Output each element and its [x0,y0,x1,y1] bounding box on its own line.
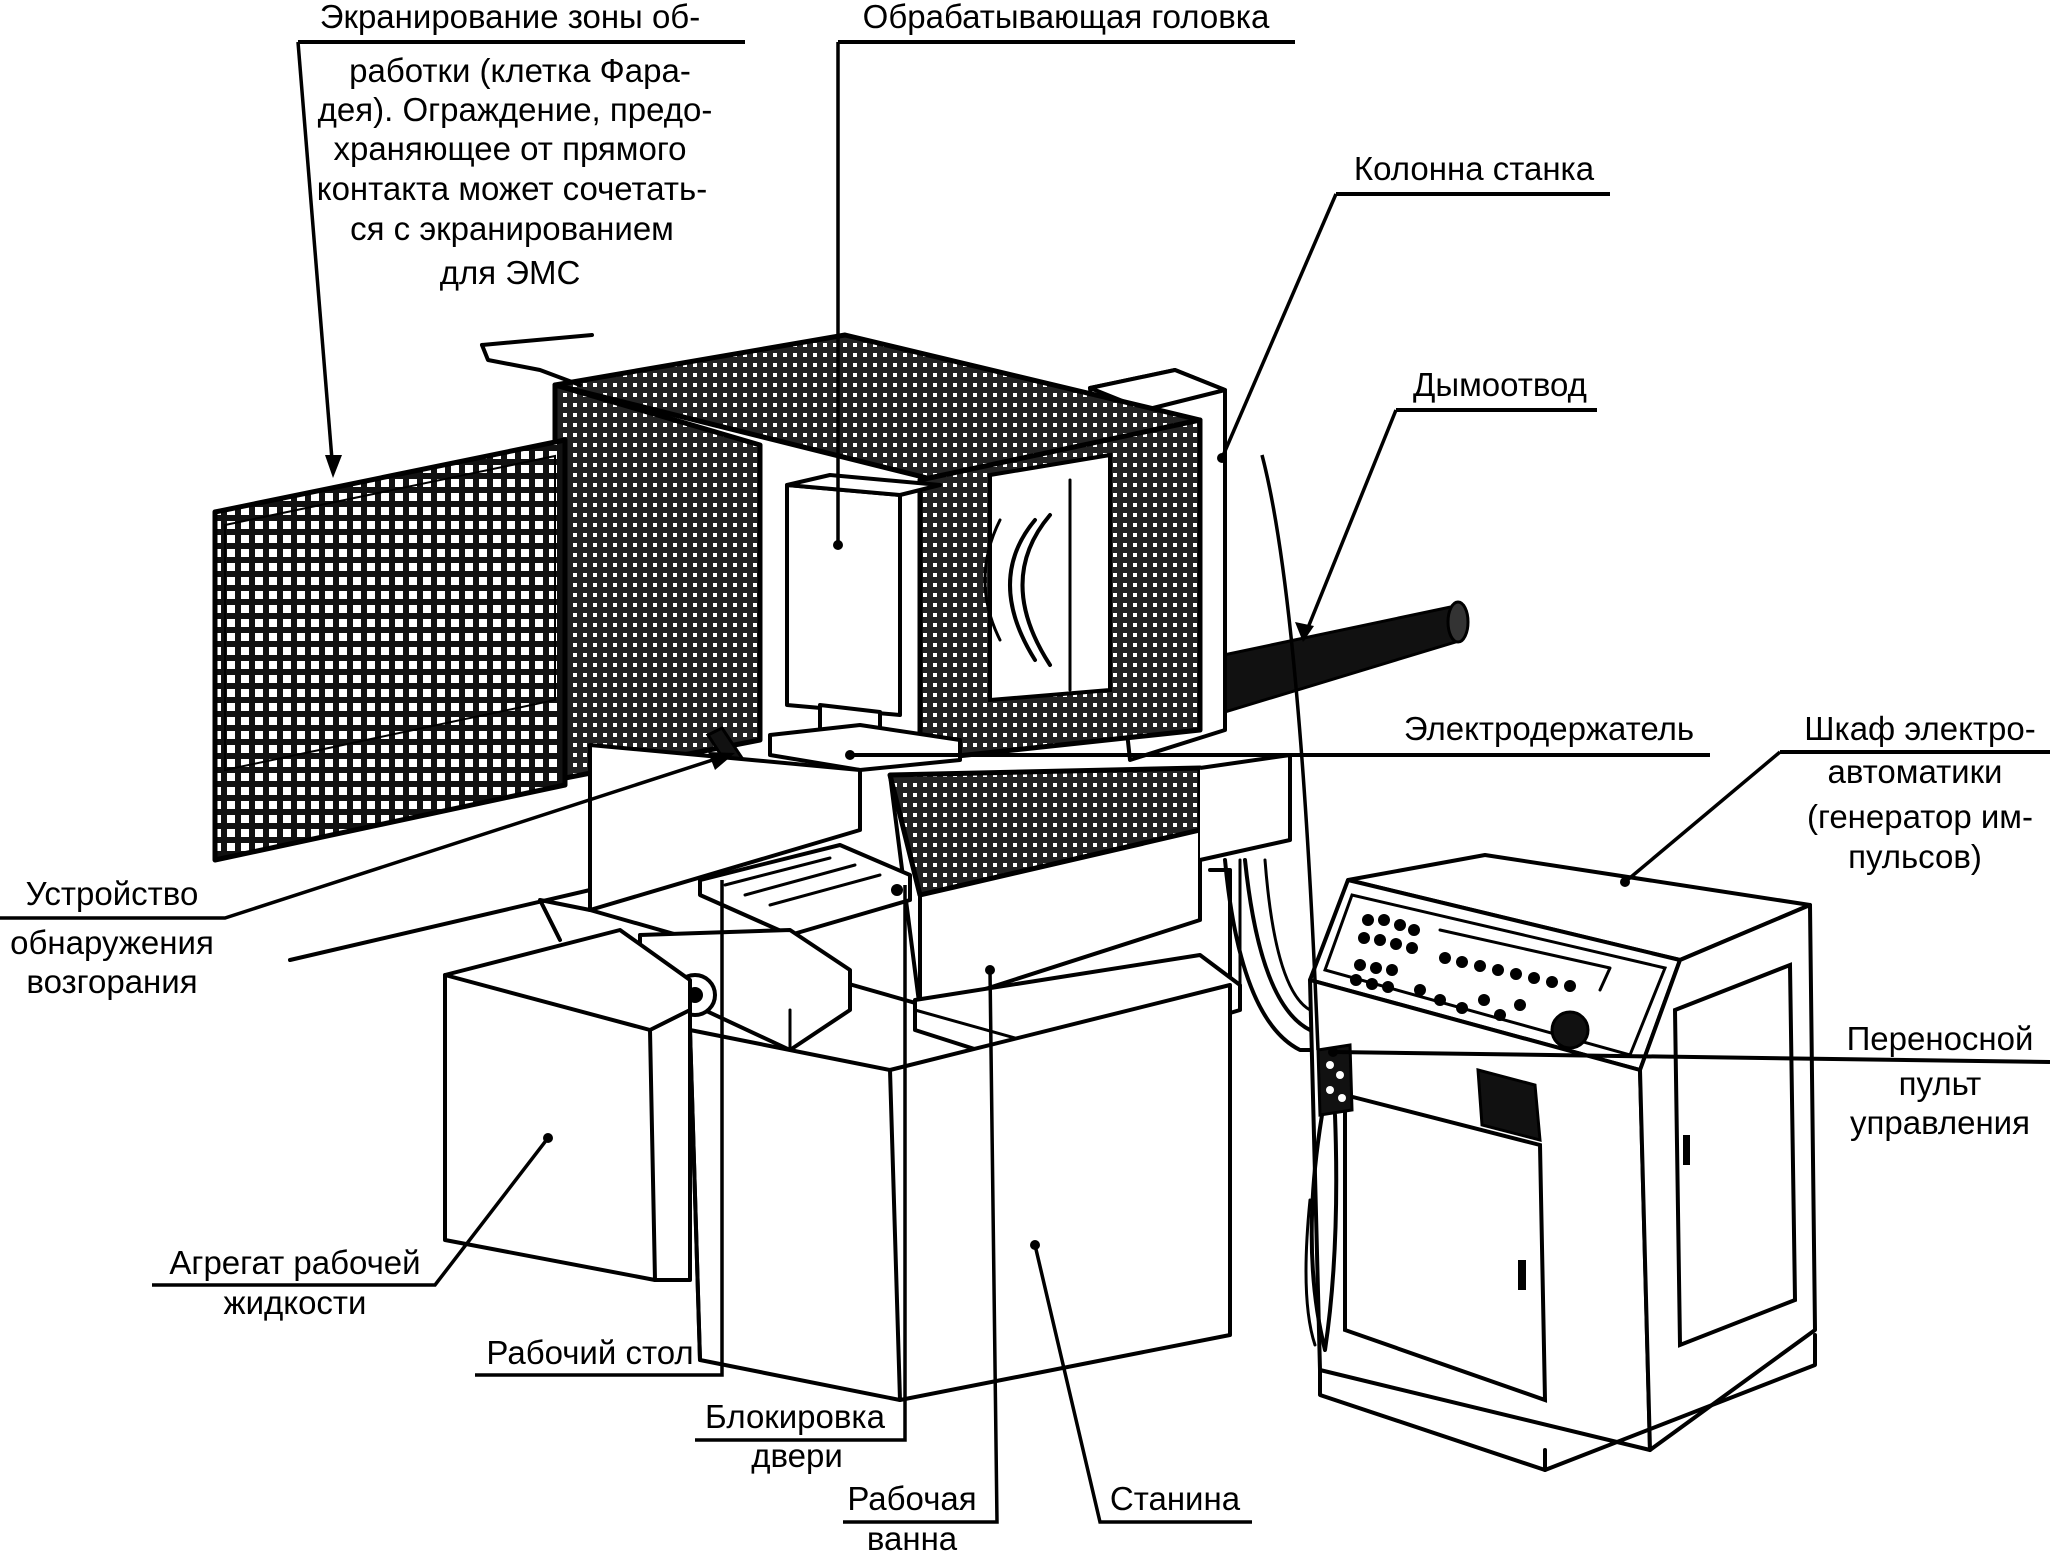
pointer-dot-icon [833,540,843,550]
floor-line [288,888,592,962]
pointer-dot-icon [845,750,855,760]
leader-door-interlock [695,885,907,1442]
label-shielding: Экранирование зоны об- работки (клетка Ф… [317,0,713,291]
fluid-unit [443,928,692,1282]
leader-fire-detector [0,753,729,920]
arrowhead-icon [708,752,735,770]
leader-column [1220,193,1338,459]
label-line: управления [1850,1104,2030,1141]
pointer-dot-icon [1328,1047,1338,1057]
label-line: двери [751,1437,843,1474]
label-line: Шкаф электро- [1804,710,2035,747]
label-line: пульт [1899,1065,1982,1102]
label-line: автоматики [1828,753,2003,790]
control-cabinet [1304,853,1817,1472]
label-line: для ЭМС [440,254,581,291]
cable-hoses [1223,858,1312,1052]
underline-pendant [1332,1050,2050,1064]
pointer-dot-icon [985,965,995,975]
label-line: ся с экранированием [350,210,674,247]
label-line: храняющее от прямого [333,130,686,167]
label-machine-column: Колонна станка [1354,150,1595,187]
work-tank [887,753,1292,1012]
leader-work-tank [843,969,999,1524]
pointer-dot-icon [1030,1240,1040,1250]
pointer-dot-icon [1620,877,1630,887]
arrowhead-icon [1295,622,1314,642]
label-work-table: Рабочий стол [486,1334,693,1371]
console-keypad [1350,914,1576,1021]
label-line: Обрабатывающая головка [863,0,1270,35]
arrowhead-icon [325,455,342,478]
label-line: Переносной [1847,1020,2034,1057]
pointer-dot-icon [543,1133,553,1143]
label-door-interlock: Блокировка двери [705,1398,886,1474]
faraday-cage [212,332,1203,863]
label-line: Рабочая [847,1480,976,1517]
label-line: Колонна станка [1354,150,1595,187]
label-line: Агрегат рабочей [169,1244,420,1281]
label-line: Станина [1110,1480,1241,1517]
label-line: Дымоотвод [1413,366,1587,403]
label-fluid-unit: Агрегат рабочей жидкости [169,1244,420,1321]
machine-bed [688,983,1232,1402]
label-line: Электродержатель [1404,710,1694,747]
label-line: Устройство [26,875,199,912]
smoke-exhaust-hose [1198,600,1470,720]
label-line: обнаружения [10,924,214,961]
label-line: Экранирование зоны об- [320,0,700,35]
leader-smoke-exhaust [1301,409,1398,641]
label-smoke-exhaust: Дымоотвод [1413,366,1587,403]
label-control-cabinet: Шкаф электро- автоматики (генератор им- … [1804,710,2035,875]
label-line: жидкости [224,1284,367,1321]
label-line: Блокировка [705,1398,886,1435]
label-work-tank: Рабочая ванна [847,1480,976,1556]
portable-pendant [1304,1043,1354,1352]
label-line: дея). Ограждение, предо- [318,91,713,128]
machine-drawing [212,332,1817,1472]
label-fire-detector: Устройство обнаружения возгорания [10,875,214,1000]
processing-head [768,473,962,772]
label-line: (генератор им- [1807,798,2033,835]
label-portable-pendant: Переносной пульт управления [1847,1020,2034,1141]
label-line: пульсов) [1848,838,1982,875]
label-machine-bed: Станина [1110,1480,1241,1517]
leader-fluid-unit [152,1136,550,1287]
label-line: Рабочий стол [486,1334,693,1371]
label-processing-head: Обрабатывающая головка [863,0,1270,35]
label-line: работки (клетка Фара- [349,52,691,89]
label-electrode-holder: Электродержатель [1404,710,1694,747]
column-edge-line [1260,454,1320,1051]
leader-machine-bed [1033,1244,1252,1524]
leader-lines [0,40,2050,1524]
label-line: возгорания [26,963,197,1000]
label-line: контакта может сочетать- [317,170,707,207]
label-line: ванна [867,1520,958,1556]
pointer-dot-icon [1217,453,1227,463]
leader-control-cabinet [1623,750,1782,884]
leader-work-table [475,880,724,1377]
leader-shielding [296,41,335,473]
pointer-dot-icon [891,884,903,896]
